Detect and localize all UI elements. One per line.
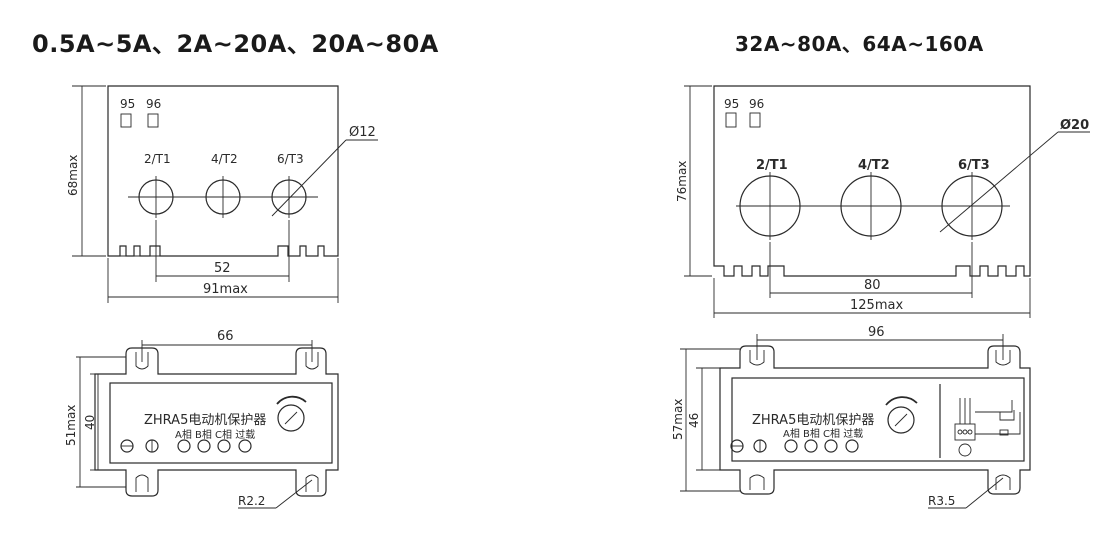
title-right: 32A~80A、64A~160A	[735, 32, 984, 56]
phase-2-label: 4/T2	[211, 152, 238, 166]
adjust-dial	[887, 406, 915, 434]
hole-dia-leader	[939, 131, 1059, 233]
width-label: 125max	[850, 298, 903, 313]
model-label: ZHRA5电动机保护器	[752, 413, 874, 428]
phase-3-label: 6/T3	[958, 158, 990, 173]
base-height-label: 51max	[64, 405, 78, 446]
phase-2-label: 4/T2	[858, 158, 890, 173]
terminal-96-box	[749, 112, 761, 128]
inner-height-label: 46	[687, 413, 701, 428]
radius-label: R3.5	[928, 494, 955, 508]
spacing-label: 52	[214, 261, 231, 276]
hole-dia-label: Ø20	[1060, 118, 1089, 133]
led-c	[217, 439, 231, 453]
right-body-outline	[713, 85, 1031, 277]
hole-dia-label: Ø12	[349, 125, 376, 140]
left-base-view: ZHRA5电动机保护器 A相 B相 C相 过载 66 51max 40 R2.2	[64, 329, 339, 509]
led-overload	[238, 439, 252, 453]
led-overload	[845, 439, 859, 453]
spacing-label: 80	[864, 278, 881, 293]
terminal-95-label: 95	[724, 97, 739, 111]
terminal-95-box	[120, 113, 132, 128]
led-labels: A相 B相 C相 过载	[175, 428, 255, 441]
led-labels: A相 B相 C相 过载	[783, 427, 863, 440]
radius-label: R2.2	[238, 494, 265, 508]
width-label: 91max	[203, 282, 248, 297]
right-base-outline	[719, 345, 1031, 495]
left-base-outline	[94, 347, 339, 497]
adjust-dial	[277, 404, 305, 432]
led-a	[177, 439, 191, 453]
terminal-96-box	[147, 113, 159, 128]
right-base-inner	[731, 377, 1025, 462]
model-label: ZHRA5电动机保护器	[144, 413, 266, 428]
right-base-view: ZHRA5电动机保护器 A相 B相 C相 过载 96	[671, 325, 1031, 509]
led-c	[824, 439, 838, 453]
base-height-label: 57max	[671, 399, 685, 440]
terminal-95-label: 95	[120, 97, 135, 111]
height-label: 76max	[675, 161, 689, 202]
led-b	[804, 439, 818, 453]
wiring-schematic	[954, 398, 1021, 457]
phase-1-label: 2/T1	[144, 152, 171, 166]
led-b	[197, 439, 211, 453]
phase-3-label: 6/T3	[277, 152, 304, 166]
mount-spacing-label: 96	[868, 325, 885, 340]
phase-1-label: 2/T1	[756, 158, 788, 173]
left-body-outline	[107, 85, 339, 257]
terminal-95-box	[725, 112, 737, 128]
terminal-96-label: 96	[749, 97, 764, 111]
right-front-view: 95 96 2/T1 4/T2 6/T3 Ø20 76max 80 125max	[675, 85, 1090, 318]
terminal-96-label: 96	[146, 97, 161, 111]
mount-spacing-label: 66	[217, 329, 234, 344]
left-base-inner	[109, 382, 333, 464]
title-left: 0.5A~5A、2A~20A、20A~80A	[32, 30, 439, 58]
inner-height-label: 40	[83, 415, 97, 430]
hole-dia-leader	[271, 139, 347, 217]
left-front-view: 95 96 2/T1 4/T2 6/T3 Ø12 68max 52 91max	[66, 85, 378, 303]
led-a	[784, 439, 798, 453]
height-label: 68max	[66, 155, 80, 196]
